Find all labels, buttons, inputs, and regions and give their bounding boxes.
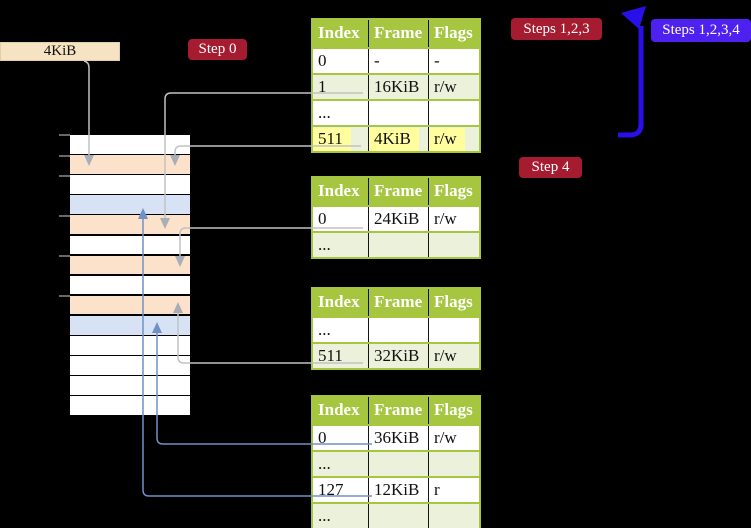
column-header: Flags — [428, 289, 479, 316]
table-cell: ... — [318, 320, 331, 339]
memory-frame-peach — [70, 155, 190, 174]
table-row: ... — [313, 316, 479, 342]
table-cell — [428, 101, 479, 125]
thick-loop-arrowhead — [621, 6, 646, 29]
memory-frame-white — [70, 396, 190, 416]
table-cell — [428, 318, 479, 342]
memory-frame-white — [70, 235, 190, 255]
table-cell: ... — [318, 454, 331, 473]
table-cell — [368, 504, 428, 528]
badge-steps-1-2-3: Steps 1,2,3 — [511, 18, 602, 40]
table-cell: 16KiB — [368, 75, 428, 99]
thick-loop-arrow-shaft — [618, 26, 644, 138]
column-header: Index — [318, 400, 360, 419]
badge-step-0-label: Step 0 — [198, 41, 237, 57]
memory-frame-white — [70, 356, 190, 375]
badge-steps-1-2-3-label: Steps 1,2,3 — [523, 20, 590, 37]
table-cell — [428, 504, 479, 528]
table-cell: 12KiB — [368, 478, 428, 502]
highlighted-value: r/w — [429, 128, 465, 151]
column-header: Frame — [368, 289, 428, 316]
memory-frame-blue — [70, 315, 190, 335]
highlighted-value: 4KiB — [369, 128, 419, 151]
column-header: Index — [318, 23, 360, 42]
table-cell — [368, 452, 428, 476]
table-cell: 1 — [318, 77, 327, 96]
column-header: Frame — [368, 178, 428, 205]
memory-frame-white — [70, 175, 190, 194]
table-cell: r/w — [428, 127, 479, 151]
memory-frame-blue — [70, 195, 190, 214]
table-cell: 511 — [318, 346, 343, 365]
column-header: Frame — [368, 20, 428, 47]
badge-step-4: Step 4 — [519, 157, 582, 178]
table-row: ... — [313, 231, 479, 257]
table-cell — [428, 452, 479, 476]
table-row: ... — [313, 450, 479, 476]
table-cell: r/w — [428, 75, 479, 99]
column-header: Flags — [428, 397, 479, 424]
table-cell: r/w — [428, 207, 479, 231]
column-header: Flags — [428, 20, 479, 47]
table-row: 511 4KiB r/w — [313, 125, 479, 151]
memory-frame-peach — [70, 215, 190, 235]
table-cell: 0 — [318, 428, 327, 447]
table-cell: 32KiB — [368, 344, 428, 368]
column-header: Index — [318, 292, 360, 311]
table-cell: 36KiB — [368, 426, 428, 450]
table-cell: 0 — [318, 209, 327, 228]
table-cell: 511 — [313, 127, 368, 151]
table-cell — [428, 233, 479, 257]
column-header: Index — [318, 181, 360, 200]
memory-address-ticks — [59, 134, 70, 297]
memory-frame-peach — [70, 255, 190, 275]
table-cell — [368, 318, 428, 342]
table-row: 0 -- — [313, 47, 479, 73]
table-cell — [368, 233, 428, 257]
table-cell: ... — [318, 506, 331, 525]
memory-frame-white — [70, 376, 190, 395]
highlighted-value: 511 — [313, 128, 351, 151]
table-cell: r/w — [428, 344, 479, 368]
memory-frame-white — [70, 275, 190, 295]
memory-frame-white — [70, 135, 190, 154]
table-cell: r/w — [428, 426, 479, 450]
table-cell: 0 — [318, 51, 327, 70]
table-cell: 24KiB — [368, 207, 428, 231]
badge-steps-1-2-3-4-label: Steps 1,2,3,4 — [662, 22, 740, 38]
table-cell: 4KiB — [368, 127, 428, 151]
table-row: ... — [313, 99, 479, 125]
table-cell — [368, 101, 428, 125]
table-cell: ... — [318, 103, 331, 122]
memory-frame-peach — [70, 295, 190, 315]
badge-step-4-label: Step 4 — [531, 159, 570, 175]
frame-size-label-box: 4KiB — [0, 42, 120, 61]
column-header: Flags — [428, 178, 479, 205]
table-cell: - — [428, 49, 479, 73]
memory-frame-white — [70, 336, 190, 355]
badge-steps-1-2-3-4: Steps 1,2,3,4 — [651, 19, 751, 42]
table-cell: r — [428, 478, 479, 502]
table-cell: - — [368, 49, 428, 73]
frame-size-label: 4KiB — [43, 43, 77, 59]
column-header: Frame — [368, 397, 428, 424]
table-row: ... — [313, 502, 479, 528]
table-cell: ... — [318, 235, 331, 254]
table-cell: 127 — [318, 480, 344, 499]
physical-memory-stack — [70, 135, 190, 416]
badge-step-0: Step 0 — [188, 39, 247, 60]
